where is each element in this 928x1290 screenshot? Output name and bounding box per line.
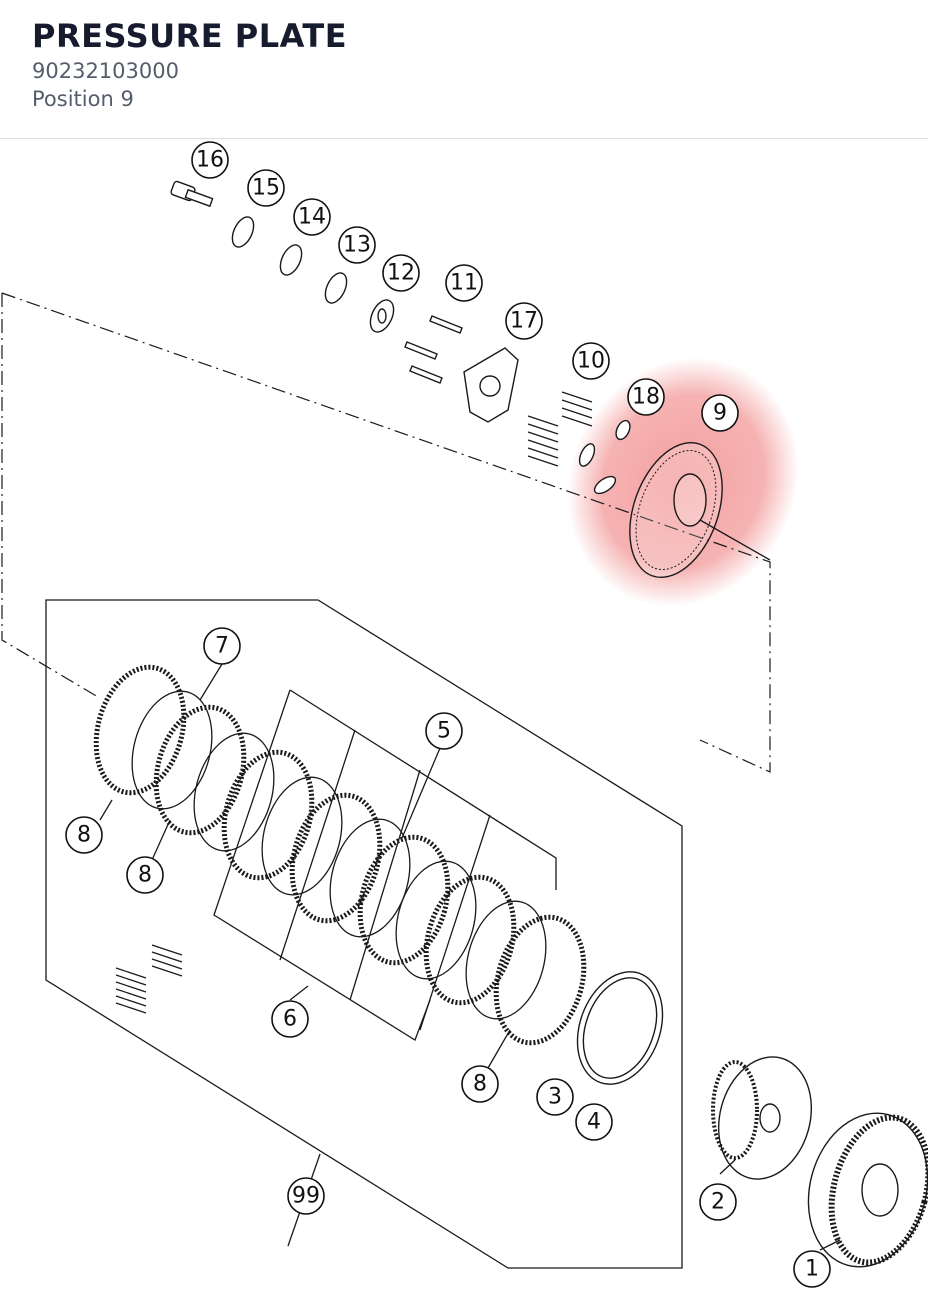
callout-5: 5: [425, 712, 463, 750]
part-number: 90232103000: [32, 59, 179, 83]
callout-11: 11: [445, 264, 483, 302]
svg-text:2: 2: [711, 1190, 725, 1215]
ring-18a: [615, 419, 631, 441]
inner-hub-2: [711, 1056, 813, 1180]
svg-text:17: 17: [510, 309, 538, 334]
clutch-discs: [93, 664, 587, 1046]
callout-1: 1: [793, 1250, 831, 1288]
svg-text:8: 8: [77, 823, 91, 848]
callout-3: 3: [536, 1078, 574, 1116]
callout-99: 99: [287, 1177, 325, 1215]
svg-text:3: 3: [548, 1085, 562, 1110]
washer-13: [324, 272, 348, 304]
callout-6: 6: [271, 1000, 309, 1038]
callout-8-b: 8: [126, 856, 164, 894]
svg-text:6: 6: [283, 1007, 297, 1032]
callout-4: 4: [575, 1103, 613, 1141]
washer-14: [279, 244, 303, 276]
exploded-parts-diagram: 16 15 14 13 12 11 17 10 18 9 7 5 8 8 6 8…: [1, 141, 928, 1288]
callout-12: 12: [382, 254, 420, 292]
callout-7: 7: [203, 627, 241, 665]
svg-text:8: 8: [138, 863, 152, 888]
assembly-outline-upper: [1, 292, 771, 773]
callout-13: 13: [338, 226, 376, 264]
svg-text:5: 5: [437, 719, 451, 744]
svg-text:15: 15: [252, 176, 280, 201]
svg-text:16: 16: [196, 148, 224, 173]
svg-text:14: 14: [298, 205, 326, 230]
pressure-plate-9: [629, 441, 771, 579]
plate-17: [463, 347, 519, 423]
bearing-12: [369, 299, 395, 333]
callout-15: 15: [247, 169, 285, 207]
svg-text:10: 10: [577, 349, 605, 374]
rings-3-4: [576, 971, 664, 1085]
callout-10: 10: [572, 342, 610, 380]
springs-10: [527, 391, 593, 467]
springs-left: [115, 944, 183, 1014]
page-header: PRESSURE PLATE 90232103000 Position 9: [0, 0, 928, 139]
svg-text:8: 8: [473, 1072, 487, 1097]
position-label: Position 9: [32, 87, 134, 111]
disc-set-outline: [213, 689, 557, 1041]
svg-text:11: 11: [450, 271, 478, 296]
callout-8-c: 8: [461, 1065, 499, 1103]
ring-18b: [578, 443, 596, 467]
kit-outline-99: [45, 599, 683, 1269]
svg-text:13: 13: [343, 233, 371, 258]
washer-15: [231, 216, 255, 248]
svg-text:18: 18: [632, 385, 660, 410]
callout-2: 2: [699, 1183, 737, 1221]
callout-8-a: 8: [65, 816, 103, 854]
svg-text:99: 99: [292, 1184, 320, 1209]
bolt-16: [170, 180, 214, 208]
svg-text:12: 12: [387, 261, 415, 286]
callout-18: 18: [627, 378, 665, 416]
svg-text:7: 7: [215, 634, 229, 659]
highlight-position-9: [567, 357, 799, 607]
disc-set-dividers: [279, 729, 491, 1031]
callout-9: 9: [701, 394, 739, 432]
page-title: PRESSURE PLATE: [32, 17, 348, 55]
svg-text:9: 9: [713, 401, 727, 426]
svg-text:1: 1: [805, 1257, 819, 1282]
screws-11: [404, 315, 463, 384]
outer-basket-1: [807, 1112, 928, 1268]
callout-16: 16: [191, 141, 229, 179]
ring-18c: [593, 475, 617, 495]
callout-14: 14: [293, 198, 331, 236]
callout-17: 17: [505, 302, 543, 340]
svg-text:4: 4: [587, 1110, 601, 1135]
